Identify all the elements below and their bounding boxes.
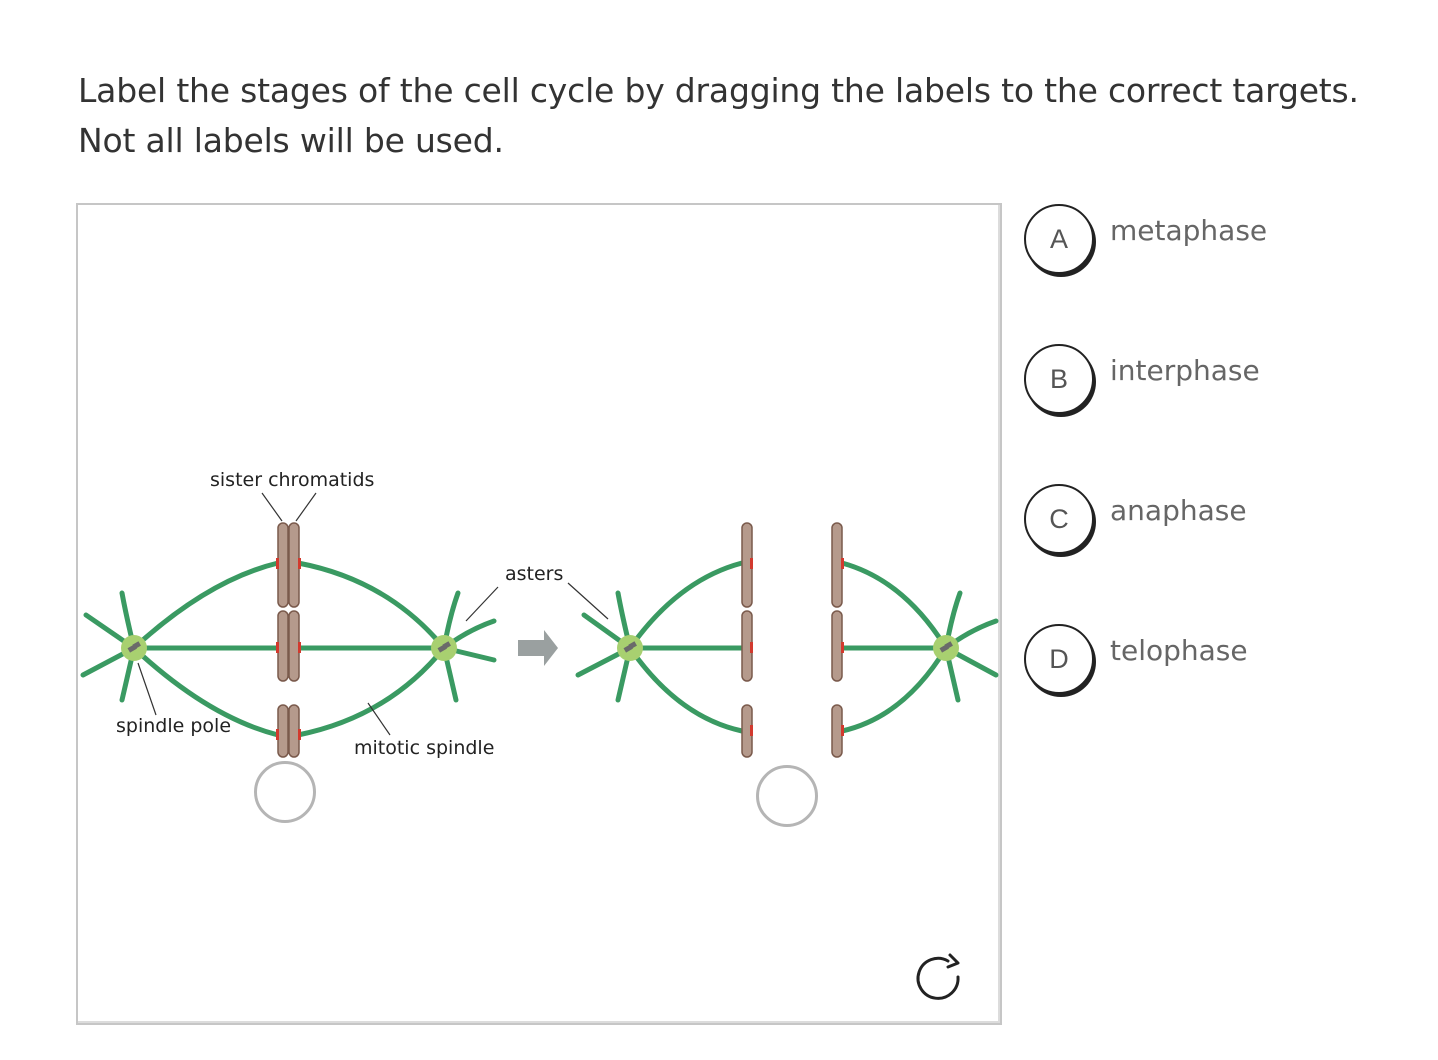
spindle-fiber [839,645,949,734]
kinetochore [276,558,279,569]
chromatid [277,610,289,682]
kinetochore [841,558,844,569]
chromatid [831,704,843,758]
kinetochore [298,558,301,569]
question-prompt: Label the stages of the cell cycle by dr… [78,66,1378,166]
choice-a-badge: A [1024,204,1094,274]
spindle-fiber [839,560,949,651]
transition-arrow [518,630,558,666]
chromatid [288,522,300,608]
question-line-1: Label the stages of the cell cycle by dr… [78,71,1359,110]
label-sister-chromatids: sister chromatids [210,469,375,491]
chromatid [288,704,300,758]
kinetochore [276,729,279,740]
chromatid [277,704,289,758]
kinetochore [276,642,279,653]
choice-a-label: metaphase [1110,214,1268,247]
choice-c[interactable]: C anaphase [1024,484,1424,554]
spindle-fiber [627,645,745,734]
choice-a[interactable]: A metaphase [1024,204,1424,274]
chromatid [288,610,300,682]
label-asters: asters [505,563,564,585]
choice-c-badge: C [1024,484,1094,554]
right-cell-figure [567,522,999,758]
kinetochore [750,725,753,736]
drop-target-1[interactable] [254,761,316,823]
question-line-2: Not all labels will be used. [78,121,504,160]
left-cell-figure [80,492,499,758]
label-mitotic-spindle: mitotic spindle [354,737,495,759]
spindle-fiber [131,645,281,738]
label-spindle-pole: spindle pole [116,715,232,737]
choice-d-badge: D [1024,624,1094,694]
choice-b[interactable]: B interphase [1024,344,1424,414]
chromatid [831,522,843,608]
drop-target-2[interactable] [756,765,818,827]
chromatid [277,522,289,608]
kinetochore [298,729,301,740]
spindle-fiber [295,560,447,651]
refresh-icon[interactable] [914,951,970,1007]
spindle-fiber [627,560,745,651]
kinetochore [750,558,753,569]
choice-c-label: anaphase [1110,494,1247,527]
cell-division-diagram [80,492,999,758]
kinetochore [841,642,844,653]
choice-d-label: telophase [1110,634,1248,667]
chromatid [831,610,843,682]
spindle-fiber [295,645,447,738]
spindle-fiber [131,560,281,651]
choice-b-label: interphase [1110,354,1260,387]
diagram-board: sister chromatids asters spindle pole mi… [76,203,1002,1025]
choice-d[interactable]: D telophase [1024,624,1424,694]
kinetochore [841,725,844,736]
choice-b-badge: B [1024,344,1094,414]
kinetochore [750,642,753,653]
kinetochore [298,642,301,653]
